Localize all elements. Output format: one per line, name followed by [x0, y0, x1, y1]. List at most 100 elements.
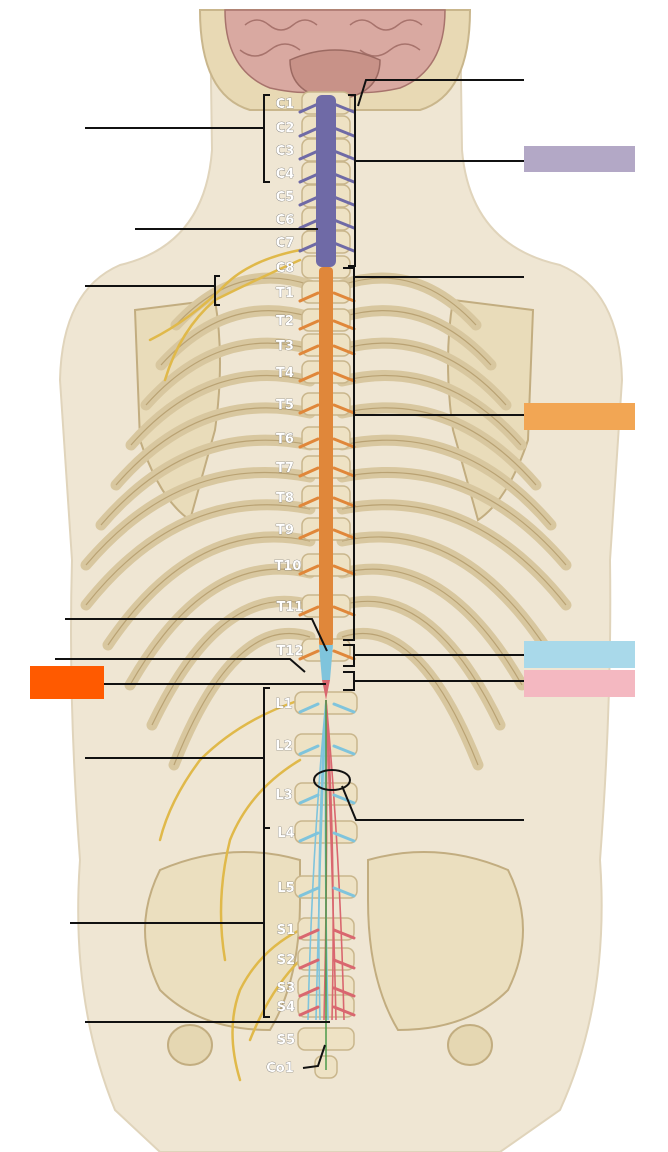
- lumbar-root-left-3: [298, 793, 320, 805]
- leader-left-10: [302, 1044, 326, 1069]
- vertebra-label-t8: T8: [276, 491, 294, 506]
- rib-edge-left-6: [100, 439, 311, 526]
- cervical-root-right-2: [332, 126, 356, 138]
- thoracic-root-left-4: [298, 371, 320, 383]
- legend-box-cervical: [524, 146, 635, 172]
- thoracic-root-right-4: [332, 371, 356, 383]
- bracket-brachial: [214, 275, 220, 306]
- thoracic-root-left-3: [298, 344, 320, 356]
- thoracic-root-right-6: [332, 437, 356, 449]
- cervical-root-right-5: [332, 195, 356, 207]
- cauda-fiber-2: [318, 699, 327, 1021]
- cervical-root-left-3: [298, 149, 320, 161]
- leader-lines: [55, 79, 524, 1069]
- cauda-ring: [313, 769, 351, 791]
- rib-edge-right-2: [341, 310, 492, 366]
- cervical-root-right-1: [332, 102, 356, 114]
- sacral-root-left-4: [298, 1005, 320, 1017]
- thoracic-root-right-11: [332, 605, 356, 617]
- thoracic-root-left-2: [298, 319, 320, 331]
- vertebra-label-l2: L2: [275, 739, 292, 754]
- thoracic-root-right-8: [332, 496, 356, 508]
- bracket-c1-c4: [263, 94, 270, 183]
- lumbar-root-right-4: [332, 831, 356, 843]
- vertebra-label-c4: C4: [276, 167, 295, 182]
- thoracic-root-left-7: [298, 466, 320, 478]
- thoracic-root-right-12: [332, 649, 356, 661]
- cauda-fiber-8: [325, 699, 345, 1021]
- vertebra-label-t12: T12: [277, 644, 304, 659]
- vertebra-label-t2: T2: [276, 314, 294, 329]
- bracket-thoracic-right: [343, 267, 355, 641]
- nerve-1: [148, 248, 302, 342]
- cord-lumbar: [319, 645, 333, 680]
- cervical-root-left-4: [298, 172, 320, 184]
- vertebra-label-s5: S5: [277, 1033, 295, 1048]
- rib-edge-left-12: [173, 632, 311, 766]
- legend-box-highlight: [30, 666, 104, 699]
- bracket-cervical-right: [348, 94, 356, 267]
- vertebra-label-t10: T10: [275, 559, 302, 574]
- vertebra-label-s3: S3: [277, 981, 295, 996]
- vertebra-label-t7: T7: [276, 461, 294, 476]
- cerebellum: [289, 49, 381, 101]
- vertebra-label-l4: L4: [277, 826, 294, 841]
- vertebra-label-s2: S2: [277, 953, 295, 968]
- cord-cervical: [316, 95, 336, 267]
- sacral-root-right-4: [332, 1005, 356, 1017]
- cord-thoracic: [319, 267, 333, 647]
- lumbar-root-left-4: [298, 831, 320, 843]
- lumbar-root-left-5: [298, 886, 320, 898]
- thoracic-root-right-10: [332, 564, 356, 576]
- vertebra-label-c5: C5: [276, 190, 295, 205]
- leader-right-7: [341, 785, 524, 821]
- rib-edge-right-4: [341, 374, 522, 446]
- cauda-fiber-6: [325, 699, 337, 1021]
- cervical-root-right-4: [332, 172, 356, 184]
- lumbar-root-left-2: [298, 744, 320, 756]
- vertebra-label-l3: L3: [275, 788, 292, 803]
- vertebra-label-co1: Co1: [266, 1061, 294, 1076]
- thoracic-root-left-8: [298, 496, 320, 508]
- cervical-root-left-2: [298, 126, 320, 138]
- thoracic-root-left-5: [298, 403, 320, 415]
- thoracic-root-right-7: [332, 466, 356, 478]
- rib-edge-left-5: [115, 407, 311, 486]
- rib-edge-left-9: [107, 536, 311, 646]
- thoracic-root-right-1: [332, 291, 356, 303]
- cauda-equina: [307, 699, 345, 1070]
- thoracic-root-right-2: [332, 319, 356, 331]
- spinal-nerve-roots: [298, 102, 356, 1017]
- vertebra-label-c3: C3: [276, 144, 295, 159]
- rib-edge-left-10: [129, 568, 311, 686]
- vertebra-label-c2: C2: [276, 121, 295, 136]
- cervical-root-left-6: [298, 218, 320, 230]
- lumbar-root-left-1: [298, 702, 320, 714]
- cauda-fiber-3: [315, 699, 327, 1021]
- cervical-root-right-7: [332, 241, 356, 253]
- nerve-5: [231, 928, 302, 1082]
- nerve-4: [219, 758, 302, 962]
- sacral-root-right-2: [332, 958, 356, 970]
- rib-edge-right-1: [341, 277, 477, 326]
- legend-box-thoracic: [524, 403, 635, 430]
- rib-edge-right-6: [341, 439, 552, 526]
- cervical-root-left-7: [298, 241, 320, 253]
- vertebra-label-l5: L5: [277, 881, 294, 896]
- sacral-root-right-3: [332, 986, 356, 998]
- thoracic-root-right-3: [332, 344, 356, 356]
- vertebra-label-s1: S1: [277, 923, 295, 938]
- rib-edges: [85, 277, 567, 766]
- right-femur-head: [447, 1024, 493, 1066]
- rib-edge-left-1: [175, 277, 311, 326]
- thoracic-root-right-9: [332, 528, 356, 540]
- cauda-fiber-1: [307, 699, 327, 1021]
- leader-left-4: [65, 618, 328, 652]
- sacral-root-right-1: [332, 928, 356, 940]
- rib-edge-left-7: [85, 471, 311, 566]
- thoracic-root-left-12: [298, 649, 320, 661]
- vertebra-label-c1: C1: [276, 97, 295, 112]
- lumbar-root-right-5: [332, 886, 356, 898]
- vertebra-label-t11: T11: [277, 600, 304, 615]
